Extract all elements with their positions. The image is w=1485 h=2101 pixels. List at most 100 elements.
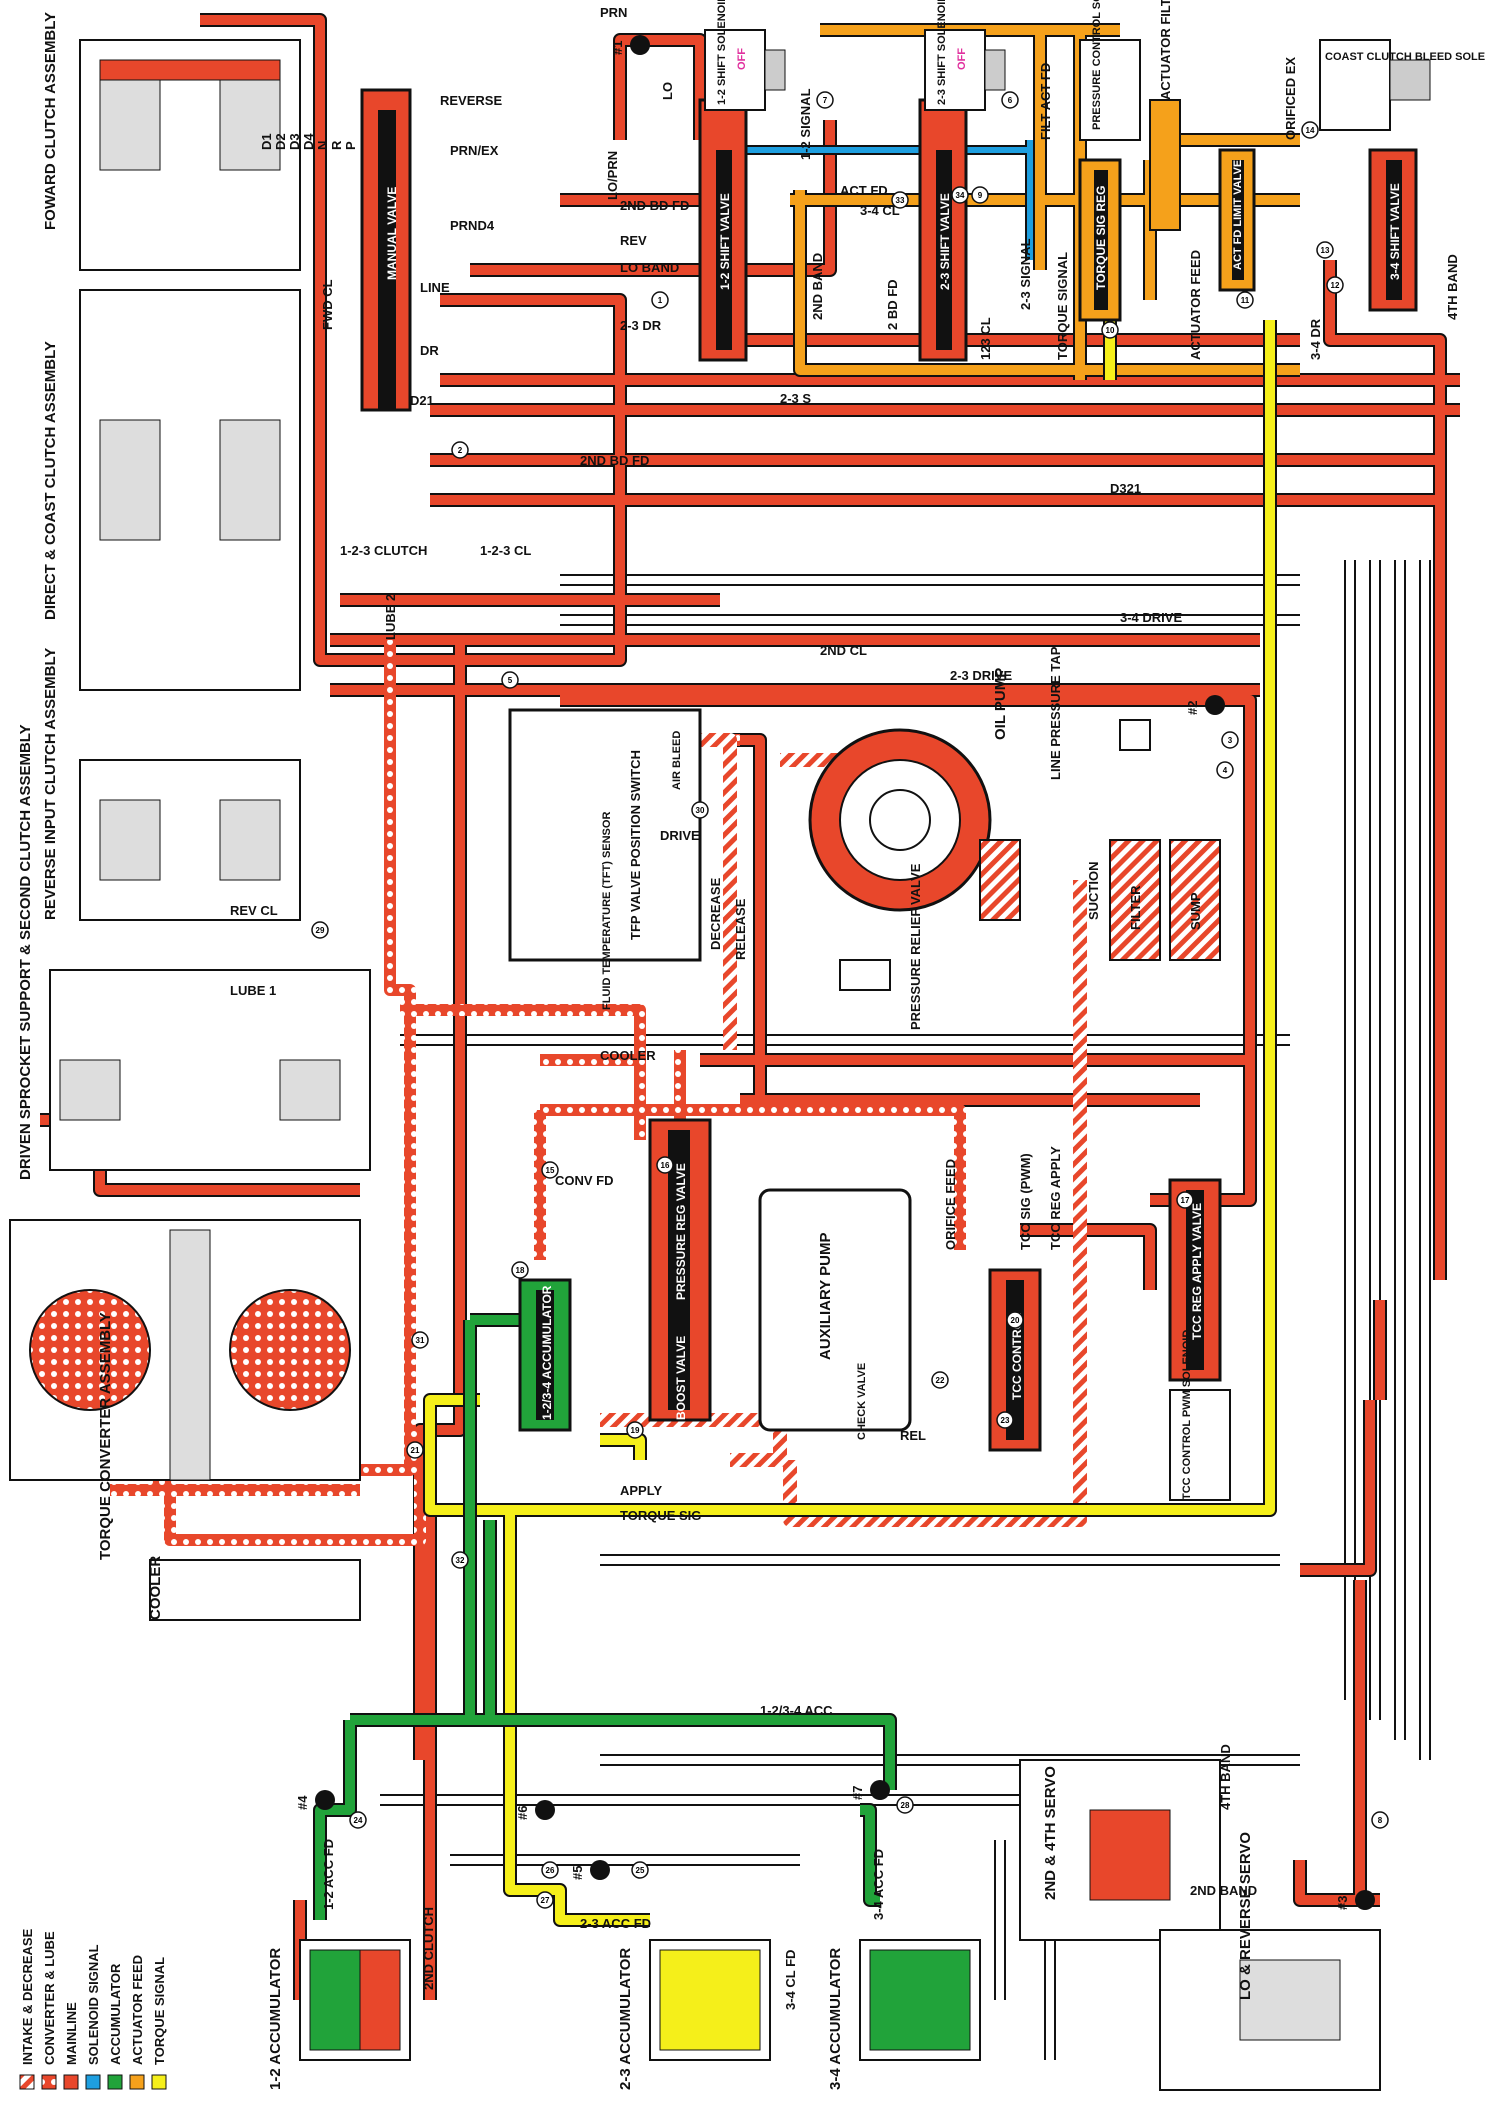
orifice: 25 [631,1861,649,1879]
orifice-number: 25 [636,1866,645,1875]
orifice: 19 [626,1421,644,1439]
legend-swatch [151,2074,167,2090]
pressure-reg-label: PRESSURE REG VALVE [674,1163,688,1300]
checkball: #4 [295,1790,335,1810]
label-2nd-cl: 2ND CL [820,643,867,658]
direct-coast-clutch-assembly: DIRECT & COAST CLUTCH ASSEMBLY [42,289,301,691]
coast-clutch-bleed-solenoid: COAST CLUTCH BLEED SOLENOID [1319,39,1485,131]
checkball-label: #7 [850,1786,865,1800]
label-rev: REV [620,233,647,248]
orifice-icon [1001,91,1019,109]
legend-item: CONVERTER & LUBE [41,1931,57,2090]
solenoid-23-label: 2-3 SHIFT SOLENOID N.O. [936,0,948,105]
accumulator-valve-label: 1-2/3-4 ACCUMULATOR [540,1285,554,1420]
orifice-number: 16 [661,1161,670,1170]
orifice: 8 [1371,1811,1389,1829]
label-4th-band: 4TH BAND [1445,254,1460,320]
legend-label: MAINLINE [64,2002,79,2065]
label-2nd-band-b: 2ND BAND [1190,1883,1257,1898]
servo-2nd-4th: 2ND & 4TH SERVO [1019,1759,1221,1941]
orifice: 3 [1221,731,1239,749]
legend-swatch [41,2074,57,2090]
orifice: 30 [691,801,709,819]
orifice-icon [631,1861,649,1879]
line-tap-label: LINE PRESSURE TAP [1048,646,1063,780]
checkball-icon [535,1800,555,1820]
orifice-icon [996,1411,1014,1429]
label-lo-band: LO BAND [620,260,679,275]
orifice: 10 [1101,321,1119,339]
cooler-label: COOLER [147,1556,164,1620]
orifice-icon [311,921,329,939]
label-release: RELEASE [733,898,748,960]
label-cooler: COOLER [600,1048,656,1063]
checkball-icon [1205,695,1225,715]
orifice: 17 [1176,1191,1194,1209]
tcc-reg-apply-valve: TCC REG APPLY VALVE [1168,1178,1222,1382]
checkball-icon [315,1790,335,1810]
exhaust-passages-fill [380,560,1429,2060]
orifice-icon [656,1156,674,1174]
orifice-icon [1101,321,1119,339]
legend-item: MAINLINE [63,2002,79,2090]
manual-valve-label: MANUAL VALVE [385,187,399,280]
mainline-fill [40,15,1460,2000]
orifice-number: 13 [1321,246,1330,255]
orifice-number: 18 [516,1266,525,1275]
solenoid-12-state: OFF [736,48,748,70]
reverse-clutch-label: REVERSE INPUT CLUTCH ASSEMBLY [42,648,59,920]
acc34-label: 3-4 ACCUMULATOR [827,1948,844,2090]
orifice: 21 [406,1441,424,1459]
label-lube-1: LUBE 1 [230,983,276,998]
checkball: #5 [570,1860,610,1880]
orifice-number: 23 [1001,1416,1010,1425]
tcc-reg-apply-label: TCC REG APPLY VALVE [1190,1203,1204,1340]
acc23-label: 2-3 ACCUMULATOR [617,1948,634,2090]
checkball: #7 [850,1780,890,1800]
shift-valve-34-label: 3-4 SHIFT VALVE [1388,183,1402,280]
solenoid-23-state: OFF [956,48,968,70]
checkball-label: #3 [1335,1896,1350,1910]
label-filt-act-fd: FILT ACT FD [1038,63,1053,140]
solenoid-23: 2-3 SHIFT SOLENOID N.O. OFF [924,0,1006,111]
manual-valve: MANUAL VALVE [360,88,412,412]
orifice-number: 9 [978,191,983,200]
orifice-icon [501,671,519,689]
act-fd-limit-label: ACT FD LIMIT VALVE [1232,160,1244,270]
servo-lo-reverse: LO & REVERSE SERVO [1159,1832,1381,2091]
orifice: 33 [891,191,909,209]
actuator-filter-label: ACTUATOR FILTER [1158,0,1173,100]
orifice-number: 24 [354,1816,363,1825]
range-letter: D1 [259,133,274,150]
shift-valve-34: 3-4 SHIFT VALVE [1368,148,1418,312]
orifice: 15 [541,1161,559,1179]
label-fwd-cl: FWD CL [320,279,335,330]
legend-item: ACTUATOR FEED [129,1955,145,2090]
range-letter: R [329,140,344,150]
label-suction: SUCTION [1086,862,1101,921]
prv-label: PRESSURE RELIEF VALVE [908,863,923,1030]
legend-swatch [19,2074,35,2090]
orifice-icon [691,801,709,819]
solenoid-12-label: 1-2 SHIFT SOLENOID N.O. [716,0,728,105]
orifice: 4 [1216,761,1234,779]
aux-pump-label: AUXILIARY PUMP [817,1232,834,1360]
legend-swatch [63,2074,79,2090]
tcc-pwm-label: TCC CONTROL PWM SOLENOID [1181,1330,1193,1500]
label-line: LINE [420,280,450,295]
label-apply: APPLY [620,1483,662,1498]
orifice-number: 15 [546,1166,555,1175]
label-d21: D21 [410,393,434,408]
label-23-dr: 2-3 DR [620,318,662,333]
forward-clutch-label: FOWARD CLUTCH ASSEMBLY [42,12,59,230]
orifice: 31 [411,1331,429,1349]
boost-valve-label: BOOST VALVE [674,1336,688,1420]
checkball-icon [630,35,650,55]
label-34-cl-fd: 3-4 CL FD [783,1950,798,2010]
label-orificed-ex: ORIFICED EX [1283,57,1298,140]
orifice-number: 11 [1241,296,1250,305]
shift-valve-23-label: 2-3 SHIFT VALVE [938,193,952,290]
orifice-icon [1301,121,1319,139]
air-bleed-label: AIR BLEED [671,731,683,790]
